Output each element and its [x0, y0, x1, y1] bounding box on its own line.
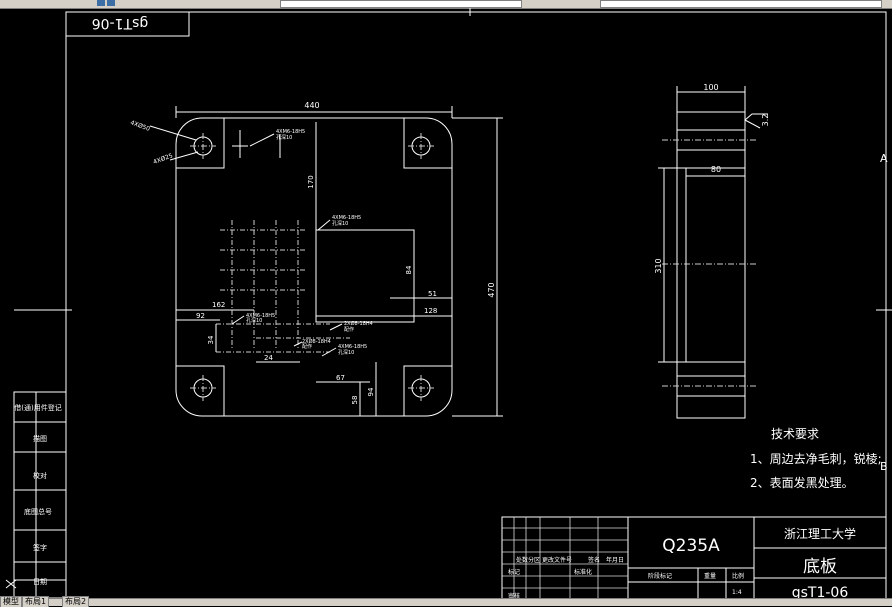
svg-text:gsT1-06: gsT1-06: [92, 15, 149, 31]
drawing-no-label: gsT1-06: [792, 585, 849, 598]
title-block: Q235A 浙江理工大学 底板 gsT1-06 标记 处数 分区 更改文件号 签…: [501, 516, 887, 598]
command-field[interactable]: [280, 0, 522, 8]
tech-req-title: 技术要求: [771, 427, 819, 441]
dim-side-width: 100: [703, 83, 718, 92]
tab-layout1[interactable]: 布局1: [22, 596, 50, 607]
strip-label-4: 底图总号: [24, 507, 52, 516]
callout-thread-left: 4XM6-18H5: [246, 313, 275, 319]
dim-plate-height: 470: [487, 282, 496, 297]
callout-hole-small: 4XØ25: [152, 152, 174, 166]
tb-row-label-0: 标记: [508, 568, 520, 576]
tb-row-label-1: 处数: [516, 556, 528, 564]
tech-req-line1: 1、周边去净毛刺，锐棱;: [750, 451, 882, 466]
tb-weight-label: 重量: [704, 572, 716, 580]
callout-thread-center: 4XM6-18H5: [332, 215, 361, 221]
tech-req-line2: 2、表面发黑处理。: [750, 475, 854, 490]
ucs-icon: [5, 579, 17, 589]
pocket-top-right: [403, 118, 452, 169]
tb-row-label-3: 更改文件号: [542, 556, 572, 564]
dim-170: 170: [307, 175, 315, 188]
dim-24: 24: [264, 354, 273, 362]
dim-side-inner: 80: [711, 165, 721, 174]
university-label: 浙江理工大学: [784, 526, 856, 541]
tb-row-label-5: 年月日: [606, 556, 624, 564]
tb-row-label-4: 签名: [588, 556, 600, 564]
plate-outline: [175, 117, 453, 417]
side-outline: [676, 111, 746, 419]
dim-58: 58: [351, 396, 359, 405]
part-name-label: 底板: [803, 557, 837, 577]
dim-94: 94: [367, 387, 375, 396]
drawing-frame: [65, 11, 887, 598]
dim-34: 34: [207, 335, 215, 344]
dim-162: 162: [212, 301, 225, 309]
callout-thread-center-sub: 孔深10: [332, 220, 348, 227]
strip-label-2: 描图: [33, 434, 47, 443]
callout-thread-bottom-sub: 孔深10: [338, 349, 354, 356]
dim-51: 51: [428, 290, 437, 298]
callout-thread-left-sub: 孔深10: [246, 317, 262, 324]
callout-thread-mid-sub: 配作: [302, 343, 312, 350]
strip-label-0: 借(通)用件登记: [14, 403, 61, 412]
grid-label-b: B: [880, 460, 888, 473]
material-label: Q235A: [662, 536, 720, 556]
tb-row2-label-1: 标准化: [574, 568, 592, 576]
left-revision-strip: 借(通)用件登记 描图 校对 底图总号 签字 日期: [5, 391, 67, 598]
tb-row-label-2: 分区: [528, 556, 540, 564]
drawing-number-box: [65, 11, 190, 37]
open-icon[interactable]: [107, 0, 115, 6]
tb-scale-label: 比例: [732, 572, 744, 580]
callout-thread-right: 2XØ8-18H4: [344, 320, 373, 327]
callout-thread-mid: 2XØ8-18H4: [302, 338, 331, 345]
toolbar-strip: [0, 0, 892, 9]
tb-stage-label: 阶段标记: [648, 572, 672, 580]
tab-model[interactable]: 模型: [0, 596, 22, 607]
strip-label-6: 日期: [33, 578, 47, 586]
tab-layout2[interactable]: 布局2: [62, 596, 90, 607]
hole-pattern-lines: [216, 220, 350, 353]
strip-label-3: 校对: [33, 471, 47, 480]
dim-67: 67: [336, 374, 345, 382]
plate-side-view: 100 80 310 3.2: [654, 83, 770, 419]
dim-84: 84: [405, 265, 413, 274]
pocket-bottom-left: [176, 365, 225, 416]
center-recess: [315, 229, 415, 323]
pocket-top-left: [176, 118, 225, 169]
callout-thread-top: 4XM6-18H5: [276, 129, 305, 135]
layer-field[interactable]: [600, 0, 882, 8]
grid-label-a: A: [880, 152, 888, 165]
roughness-value: 3.2: [761, 114, 770, 127]
callout-thread-top-sub: 孔深10: [276, 134, 292, 141]
side-recess: [685, 167, 746, 363]
dim-92: 92: [196, 312, 205, 320]
callouts: 4XØ50 4XØ25 4XM6-18H5 孔深10 4XM6-18H5 孔深1…: [129, 119, 373, 357]
save-icon[interactable]: [97, 0, 105, 6]
drawing-canvas[interactable]: gsT1-06 A B: [0, 8, 892, 598]
roughness-symbol: [744, 113, 768, 121]
drawing-number-flipped: gsT1-06: [92, 15, 149, 31]
tb-scale-value: 1:4: [732, 589, 742, 596]
front-dimensions: 440 470 170 84 51 128 162 92 34 24 67 58…: [175, 101, 503, 417]
callout-thread-right-sub: 配作: [344, 326, 354, 333]
technical-requirements: 技术要求 1、周边去净毛刺，锐棱; 2、表面发黑处理。: [750, 427, 882, 490]
dim-128: 128: [424, 307, 437, 315]
pocket-bottom-right: [403, 365, 452, 416]
strip-label-5: 签字: [33, 543, 47, 552]
layout-tab-bar: 模型 布局1 布局2: [0, 596, 892, 607]
callout-thread-bottom: 4XM6-18H5: [338, 344, 367, 350]
callout-hole-large: 4XØ50: [129, 119, 151, 133]
dim-plate-width: 440: [304, 101, 319, 110]
tb-bottom-label: 审核: [508, 592, 520, 598]
plate-front-view: [175, 117, 453, 417]
dim-side-height: 310: [654, 258, 663, 273]
